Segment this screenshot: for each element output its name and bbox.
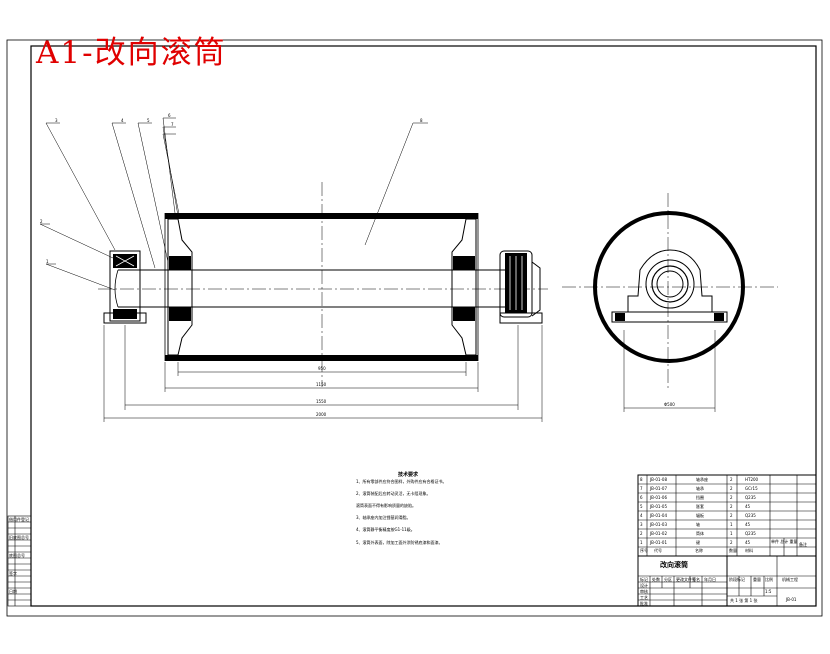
- dim-outer: 1550: [316, 399, 327, 404]
- bom-name: 辐板: [696, 513, 704, 518]
- side-label: 底图总号: [9, 553, 25, 558]
- side-label: 日期: [9, 589, 17, 594]
- bom-material: Q235: [745, 531, 756, 536]
- bom-header-weight: 单件 总计 重量: [771, 539, 798, 544]
- bom-material: GCr15: [745, 486, 758, 491]
- notes-heading: 技术要求: [398, 472, 419, 478]
- bom-no: 7: [640, 486, 643, 491]
- bom-material: 45: [745, 522, 751, 527]
- bom-header-qty: 数量: [729, 548, 737, 553]
- dim-diameter: Φ500: [664, 402, 675, 407]
- bom-name: 挡圈: [696, 495, 704, 500]
- bom-name: 轴: [696, 522, 700, 527]
- designer-label: 设计: [640, 583, 648, 588]
- marks-2: 处数: [652, 577, 660, 582]
- bom-material: Q235: [745, 513, 756, 518]
- weight-label: 重量: [753, 577, 761, 582]
- bom-name: 筒体: [696, 531, 704, 536]
- bom-no: 2: [640, 531, 643, 536]
- bom-header-no: 序号: [640, 548, 648, 553]
- bom-material: 45: [745, 504, 751, 509]
- bom-qty: 2: [730, 513, 733, 518]
- bom-code: JB-01-04: [650, 513, 667, 518]
- note-line: 1、所有零部件应符合图样，外购件应有合格证书。: [356, 479, 447, 484]
- marks-5: 签名: [692, 577, 700, 582]
- scale-label: 比例: [765, 577, 773, 582]
- drawing-code: JB-01: [786, 597, 797, 602]
- bom-code: JB-01-07: [650, 486, 667, 491]
- note-line: 2、滚筒装配后应转动灵活，无卡阻现象。: [356, 491, 431, 496]
- note-line: 4、滚筒静平衡精度按G1-11级。: [356, 527, 415, 532]
- marks-6: 年月日: [704, 577, 716, 582]
- dim-overall: 2000: [316, 412, 327, 417]
- drawing-name: 改向滚筒: [660, 561, 688, 569]
- bom-qty: 2: [730, 540, 733, 545]
- company-name: 机械工程: [782, 577, 798, 582]
- bom-header-material: 材料: [745, 548, 753, 553]
- bom-name: 轴承座: [696, 477, 708, 482]
- note-line: 滚筒表面不得有影响质量的缺陷。: [356, 503, 416, 508]
- sheet-info: 共 1 张 第 1 张: [730, 598, 758, 603]
- dim-middle: 1150: [316, 382, 327, 387]
- side-label: 借用件登记: [9, 517, 29, 522]
- approve-label: 批准: [640, 601, 648, 606]
- inner-frame: [30, 45, 817, 607]
- bom-qty: 1: [730, 531, 733, 536]
- leader-label-1: 1: [46, 259, 49, 264]
- leader-label-5: 5: [147, 118, 150, 123]
- bom-code: JB-01-03: [650, 522, 667, 527]
- bom-qty: 2: [730, 504, 733, 509]
- bom-code: JB-01-08: [650, 477, 667, 482]
- side-registration-table: [7, 515, 32, 607]
- bom-name: 轴承: [696, 486, 704, 491]
- bom-material: Q235: [745, 495, 756, 500]
- bom-qty: 2: [730, 495, 733, 500]
- leader-label-6: 6: [168, 113, 171, 118]
- bom-code: JB-01-05: [650, 504, 667, 509]
- bom-code: JB-01-02: [650, 531, 667, 536]
- leader-label-8: 8: [420, 118, 423, 123]
- bom-name: 胀套: [696, 504, 704, 509]
- title-block-grid: [637, 474, 817, 607]
- bom-code: JB-01-01: [650, 540, 667, 545]
- marks-3: 分区: [664, 577, 672, 582]
- bom-no: 1: [640, 540, 643, 545]
- marks-4: 更改文件号: [676, 577, 696, 582]
- dim-inner: 950: [318, 366, 326, 371]
- bom-qty: 2: [730, 477, 733, 482]
- side-label: 签字: [9, 571, 17, 576]
- bom-header-name: 名称: [695, 548, 703, 553]
- checker-label: 审核: [640, 589, 648, 594]
- side-label: 旧底图总号: [9, 535, 29, 540]
- bom-qty: 2: [730, 486, 733, 491]
- leader-label-2: 2: [40, 219, 43, 224]
- bom-no: 4: [640, 513, 643, 518]
- bom-header-code: 代号: [654, 548, 662, 553]
- bom-no: 8: [640, 477, 643, 482]
- bom-material: 45: [745, 540, 751, 545]
- process-label: 工艺: [640, 595, 648, 600]
- side-view: [562, 193, 778, 412]
- marks-1: 标记: [640, 577, 648, 582]
- bom-qty: 1: [730, 522, 733, 527]
- front-view: [39, 117, 548, 422]
- leader-label-7: 7: [171, 122, 174, 127]
- bom-code: JB-01-06: [650, 495, 667, 500]
- bom-name: 键: [696, 540, 700, 545]
- bom-no: 5: [640, 504, 643, 509]
- leader-label-4: 4: [121, 118, 124, 123]
- scale-value: 1:5: [765, 589, 772, 594]
- bom-header-remark: 备注: [799, 542, 807, 547]
- bom-no: 3: [640, 522, 643, 527]
- note-line: 3、轴承座内加注锂基润滑脂。: [356, 515, 411, 520]
- bom-no: 6: [640, 495, 643, 500]
- stage-label: 阶段标记: [729, 577, 745, 582]
- note-line: 5、滚筒外表面，除加工面外涂防锈底漆和面漆。: [356, 540, 443, 545]
- leader-label-3: 3: [55, 118, 58, 123]
- bom-material: HT200: [745, 477, 759, 482]
- drawing-title: A1-改向滚筒: [36, 35, 227, 71]
- outer-frame: [6, 39, 823, 617]
